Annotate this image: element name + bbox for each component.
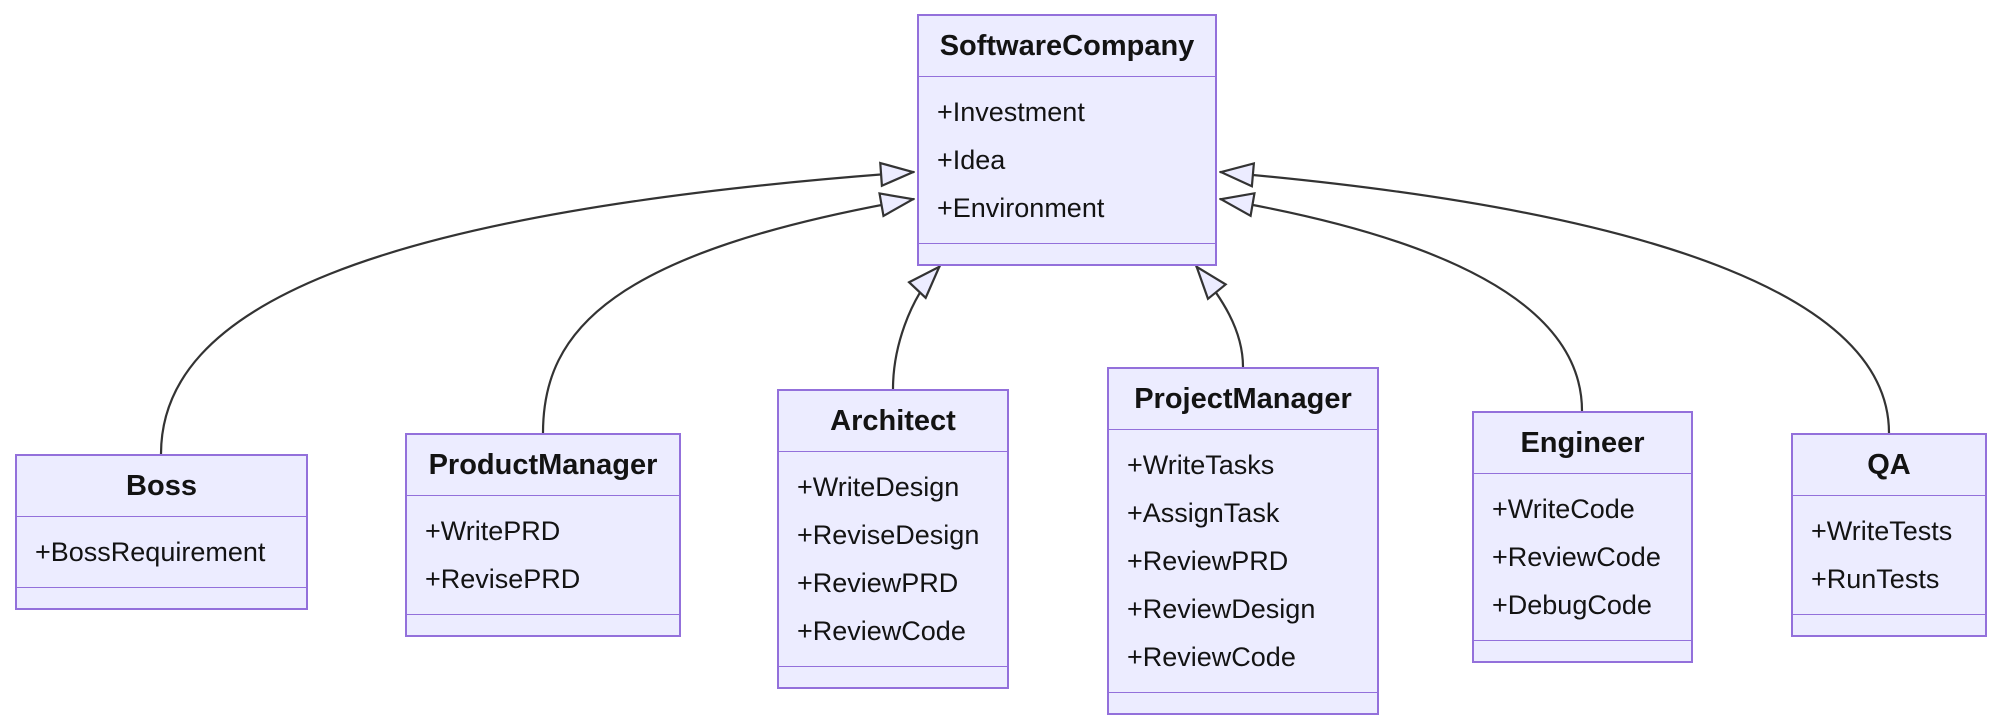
class-members-qa: +WriteTests +RunTests: [1793, 496, 1985, 615]
edge-engineer-inheritance: [1220, 199, 1584, 412]
class-members-engineer: +WriteCode +ReviewCode +DebugCode: [1474, 474, 1691, 641]
edge-architect-inheritance: [891, 266, 940, 390]
class-title-engineer: Engineer: [1474, 413, 1691, 474]
class-footer-empty: [407, 615, 679, 635]
class-box-productmanager: ProductManager +WritePRD +RevisePRD: [405, 433, 681, 637]
class-title-architect: Architect: [779, 391, 1007, 452]
class-member: +ReviewCode: [797, 616, 966, 646]
class-footer-empty: [919, 244, 1215, 264]
class-members-softwarecompany: +Investment +Idea +Environment: [919, 77, 1215, 244]
class-member: +ReviewCode: [1492, 542, 1661, 572]
class-member: +ReviewDesign: [1127, 594, 1316, 624]
class-member: +DebugCode: [1492, 590, 1652, 620]
class-member: +WritePRD: [425, 516, 561, 546]
class-box-boss: Boss +BossRequirement: [15, 454, 308, 610]
class-member: +ReviseDesign: [797, 520, 980, 550]
class-member: +WriteCode: [1492, 494, 1635, 524]
class-title-qa: QA: [1793, 435, 1985, 496]
class-footer-empty: [1474, 641, 1691, 661]
class-title-productmanager: ProductManager: [407, 435, 679, 496]
class-member: +Environment: [937, 193, 1105, 223]
class-footer-empty: [1109, 693, 1377, 713]
class-member: +WriteDesign: [797, 472, 960, 502]
class-title-boss: Boss: [17, 456, 306, 517]
class-members-architect: +WriteDesign +ReviseDesign +ReviewPRD +R…: [779, 452, 1007, 667]
class-members-boss: +BossRequirement: [17, 517, 306, 588]
class-member: +AssignTask: [1127, 498, 1280, 528]
class-title-projectmanager: ProjectManager: [1109, 369, 1377, 430]
class-member: +RunTests: [1811, 564, 1940, 594]
class-member: +WriteTasks: [1127, 450, 1275, 480]
class-footer-empty: [17, 588, 306, 608]
class-members-projectmanager: +WriteTasks +AssignTask +ReviewPRD +Revi…: [1109, 430, 1377, 693]
class-member: +RevisePRD: [425, 564, 581, 594]
class-member: +Idea: [937, 145, 1006, 175]
class-footer-empty: [779, 667, 1007, 687]
class-footer-empty: [1793, 615, 1985, 635]
edge-projectmanager-inheritance: [1196, 266, 1245, 368]
class-member: +WriteTests: [1811, 516, 1953, 546]
class-box-architect: Architect +WriteDesign +ReviseDesign +Re…: [777, 389, 1009, 689]
class-members-productmanager: +WritePRD +RevisePRD: [407, 496, 679, 615]
edge-productmanager-inheritance: [541, 199, 914, 434]
class-member: +ReviewPRD: [1127, 546, 1289, 576]
class-member: +ReviewPRD: [797, 568, 959, 598]
class-member: +BossRequirement: [35, 537, 266, 567]
edge-qa-inheritance: [1220, 172, 1891, 434]
class-box-softwarecompany: SoftwareCompany +Investment +Idea +Envir…: [917, 14, 1217, 266]
class-member: +ReviewCode: [1127, 642, 1296, 672]
edge-boss-inheritance: [159, 172, 914, 455]
class-box-engineer: Engineer +WriteCode +ReviewCode +DebugCo…: [1472, 411, 1693, 663]
class-box-qa: QA +WriteTests +RunTests: [1791, 433, 1987, 637]
class-box-projectmanager: ProjectManager +WriteTasks +AssignTask +…: [1107, 367, 1379, 715]
class-title-softwarecompany: SoftwareCompany: [919, 16, 1215, 77]
class-member: +Investment: [937, 97, 1085, 127]
